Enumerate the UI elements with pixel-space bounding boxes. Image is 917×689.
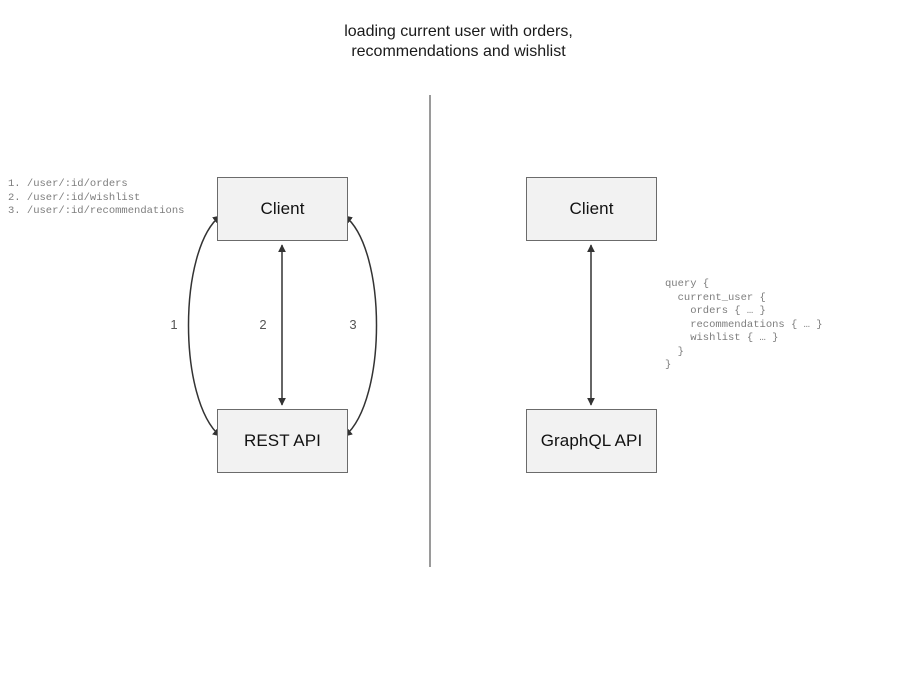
rest-client-node[interactable]: Client (217, 177, 348, 241)
rest-edge-1-arrow (187, 215, 221, 437)
rest-api-node[interactable]: REST API (217, 409, 348, 473)
graphql-api-label: GraphQL API (540, 431, 643, 450)
rest-edge-1-label: 1 (170, 317, 178, 332)
graphql-query-annotation: query { current_user { orders { … } reco… (665, 278, 823, 371)
rest-endpoint-list: 1. /user/:id/orders 2. /user/:id/wishlis… (8, 178, 185, 217)
rest-edge-3-label: 3 (349, 317, 357, 332)
graphql-api-node[interactable]: GraphQL API (526, 409, 657, 473)
rest-api-label: REST API (243, 431, 322, 450)
rest-client-label: Client (260, 199, 305, 218)
graphql-client-node[interactable]: Client (526, 177, 657, 241)
graphql-client-label: Client (569, 199, 614, 218)
page-title: loading current user with orders, recomm… (344, 23, 573, 60)
rest-edge-2-label: 2 (259, 317, 267, 332)
